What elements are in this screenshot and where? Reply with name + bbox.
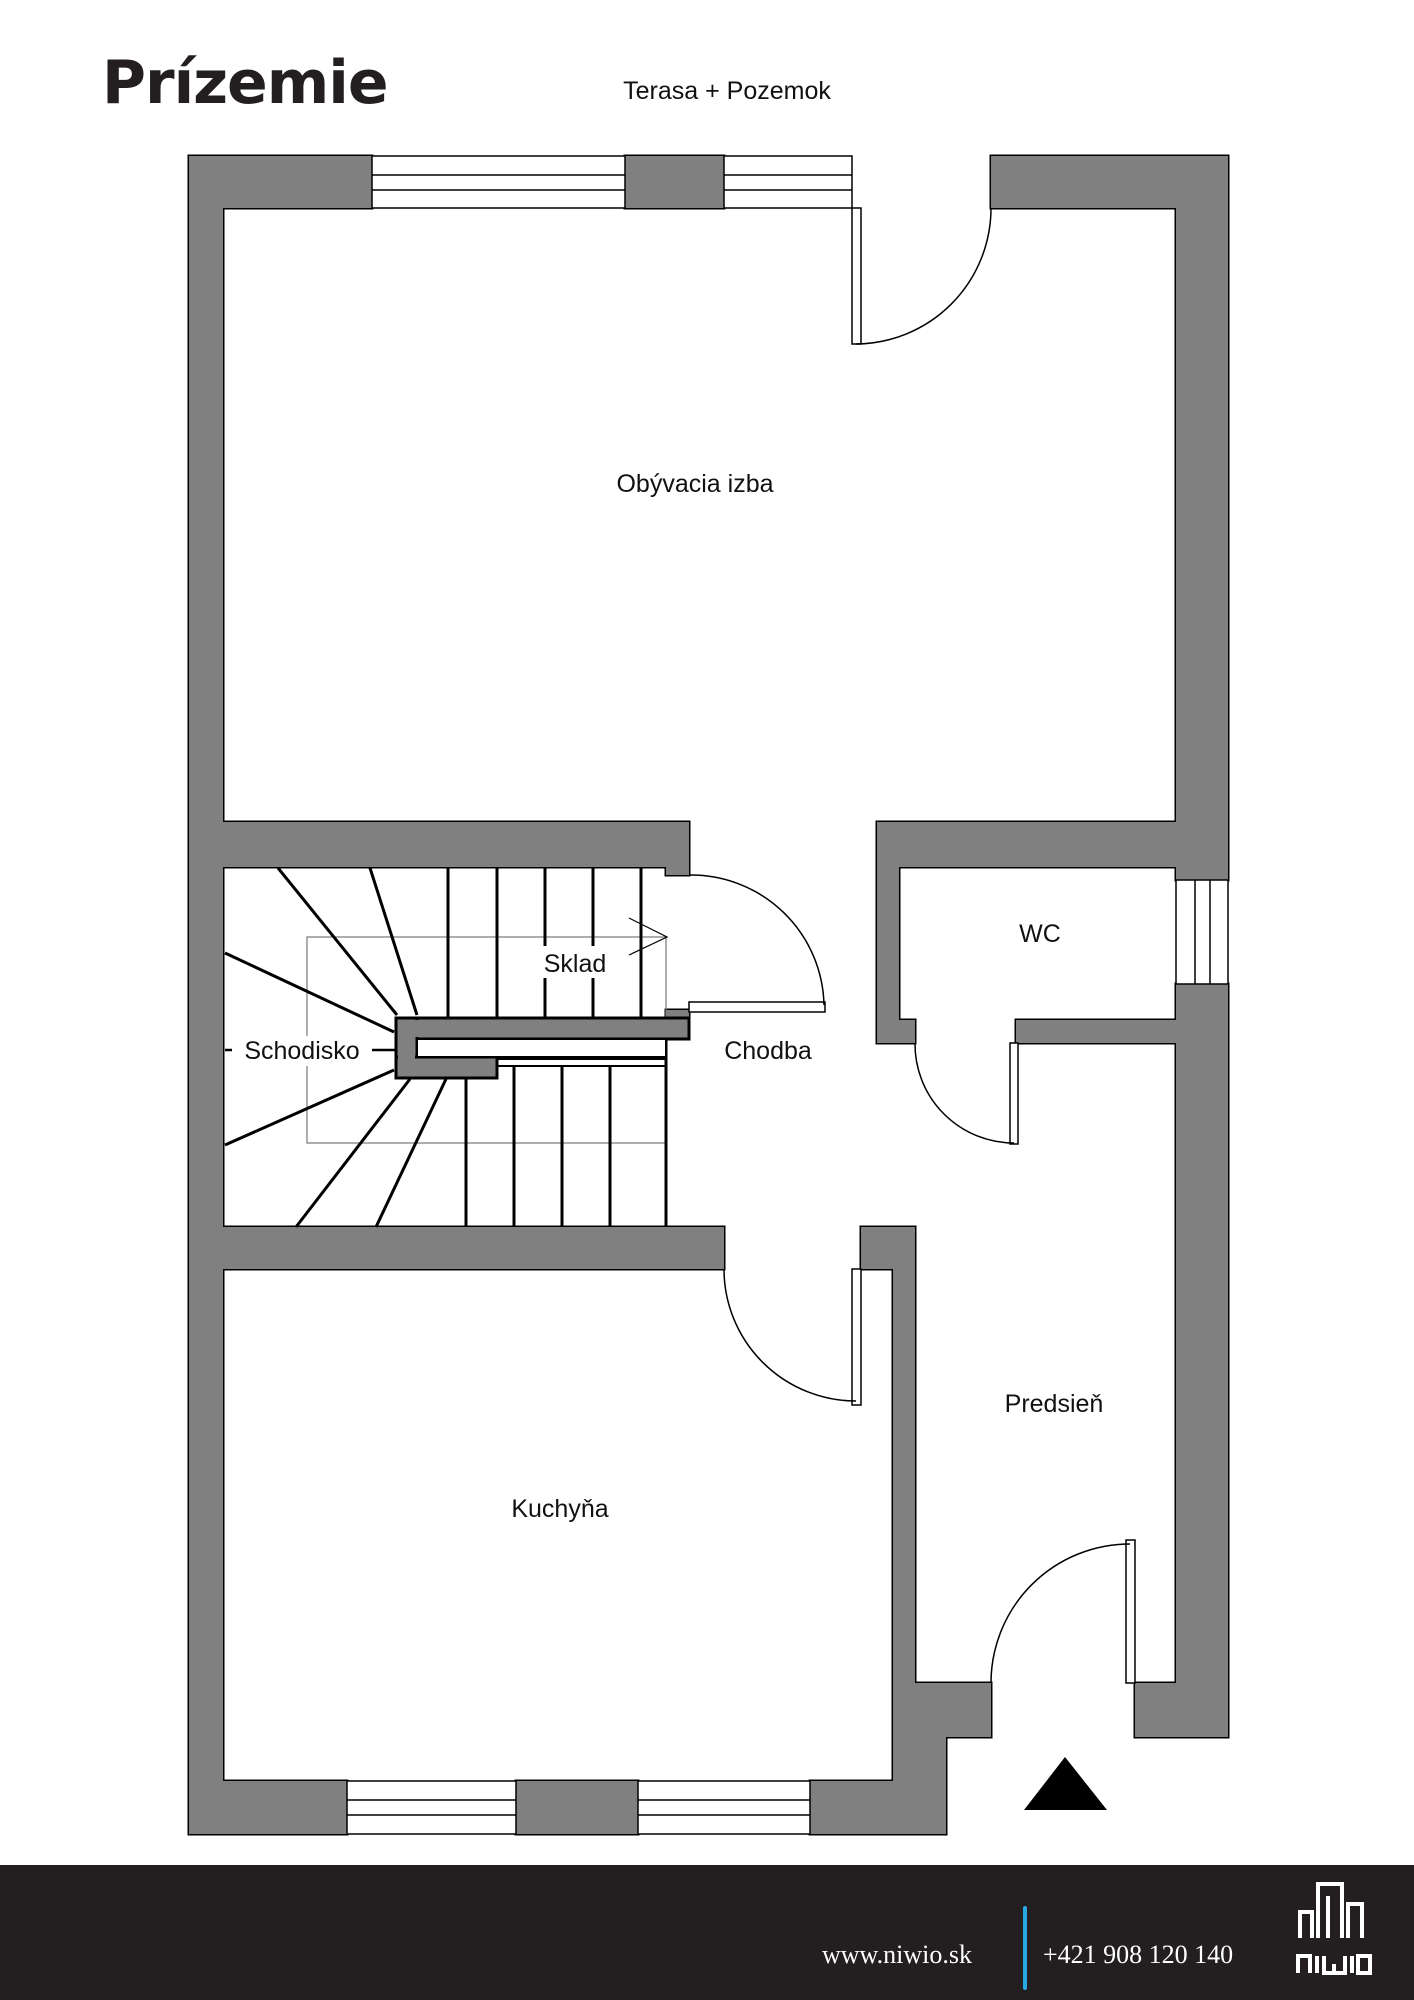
- room-label-stairs: Schodisko: [244, 1037, 359, 1065]
- wall-segment: [877, 822, 1228, 867]
- room-label-living: Obývacia izba: [616, 470, 773, 498]
- room-label-entry: Predsieň: [1005, 1390, 1104, 1418]
- window-bottom-right: [637, 1780, 811, 1835]
- footer-divider: [1023, 1906, 1027, 1990]
- wall-segment: [1176, 156, 1228, 880]
- window-bottom-left: [346, 1780, 517, 1835]
- door-kitchen: [851, 1268, 862, 1406]
- niwio-logo: niwio: [1296, 1882, 1372, 1975]
- door-terrace: [851, 207, 862, 345]
- wall-segment: [893, 1227, 915, 1737]
- wall-segment: [893, 1683, 991, 1737]
- wall-segment: [516, 1781, 638, 1834]
- doors: [688, 207, 1136, 1684]
- door-storage: [688, 1001, 826, 1013]
- room-label-hallway: Chodba: [724, 1037, 812, 1065]
- wall-segment: [1176, 984, 1228, 1737]
- room-label-kitchen: Kuchyňa: [511, 1495, 608, 1523]
- room-label-storage: Sklad: [544, 950, 607, 978]
- windows: [346, 155, 1229, 1835]
- wall-segment: [625, 156, 724, 208]
- page-title: Prízemie: [102, 48, 389, 118]
- floor-plan: Terasa + Pozemok Obývacia izba Sklad Sch…: [187, 77, 1230, 1836]
- wall-segment: [810, 1781, 946, 1834]
- wall-segment: [877, 822, 899, 1043]
- wall-segment: [189, 1781, 347, 1834]
- window-top-right: [723, 155, 853, 209]
- footer-bar: [0, 1865, 1414, 2000]
- wall-segment: [1016, 1020, 1176, 1043]
- door-entrance: [1125, 1539, 1136, 1684]
- wall-segment: [189, 156, 223, 1834]
- staircase: [224, 867, 691, 1228]
- room-label-wc: WC: [1019, 920, 1061, 948]
- walls: [187, 154, 1230, 1836]
- window-top-left: [371, 155, 626, 209]
- website-link[interactable]: www.niwio.sk: [822, 1940, 972, 1969]
- outside-label: Terasa + Pozemok: [623, 77, 831, 105]
- window-wc: [1175, 879, 1229, 985]
- arrow-icon: [628, 917, 669, 956]
- wall-segment: [666, 850, 689, 875]
- phone-number[interactable]: +421 908 120 140: [1043, 1940, 1234, 1969]
- entrance-arrow-icon: [1024, 1757, 1107, 1810]
- wall-segment: [189, 822, 689, 867]
- wall-segment: [189, 156, 372, 208]
- wall-segment: [877, 1020, 915, 1043]
- wall-segment: [189, 1227, 724, 1269]
- wall-segment: [1135, 1683, 1228, 1737]
- door-wc: [1009, 1042, 1019, 1145]
